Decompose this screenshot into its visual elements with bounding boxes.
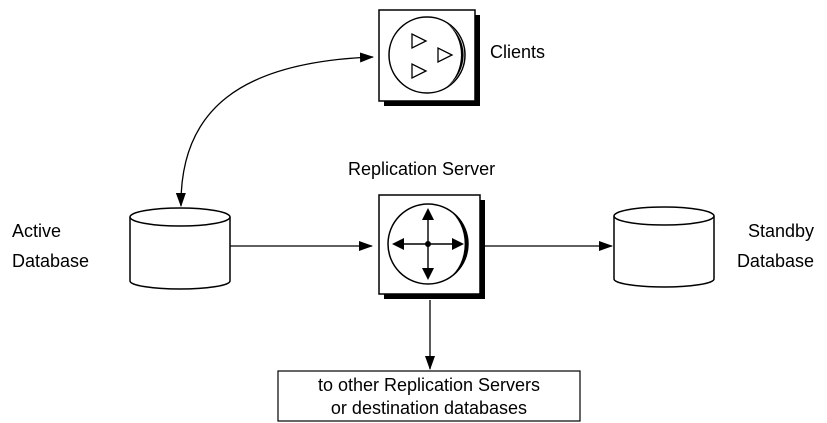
other-destinations-label-line1: to other Replication Servers bbox=[318, 375, 540, 395]
active-database-label-line2: Database bbox=[12, 251, 89, 271]
active-database-label-line1: Active bbox=[12, 221, 61, 241]
other-destinations-box bbox=[277, 370, 581, 422]
active-database-cylinder-icon bbox=[129, 207, 231, 290]
clients-icon bbox=[388, 16, 466, 94]
other-destinations-node: to other Replication Servers or destinat… bbox=[277, 370, 581, 422]
standby-database-label-line1: Standby bbox=[748, 221, 814, 241]
standby-database-node: Standby Database bbox=[613, 206, 814, 288]
active-database-node: Active Database bbox=[12, 207, 231, 290]
replication-server-icon bbox=[387, 203, 469, 285]
standby-database-label-line2: Database bbox=[737, 251, 814, 271]
edge-clients-active-database bbox=[175, 52, 374, 207]
other-destinations-label-line2: or destination databases bbox=[331, 398, 527, 418]
clients-node: Clients bbox=[378, 9, 545, 106]
standby-database-cylinder-icon bbox=[613, 206, 715, 288]
clients-label: Clients bbox=[490, 42, 545, 62]
replication-server-label: Replication Server bbox=[348, 159, 495, 179]
replication-server-node: Replication Server bbox=[348, 159, 495, 299]
